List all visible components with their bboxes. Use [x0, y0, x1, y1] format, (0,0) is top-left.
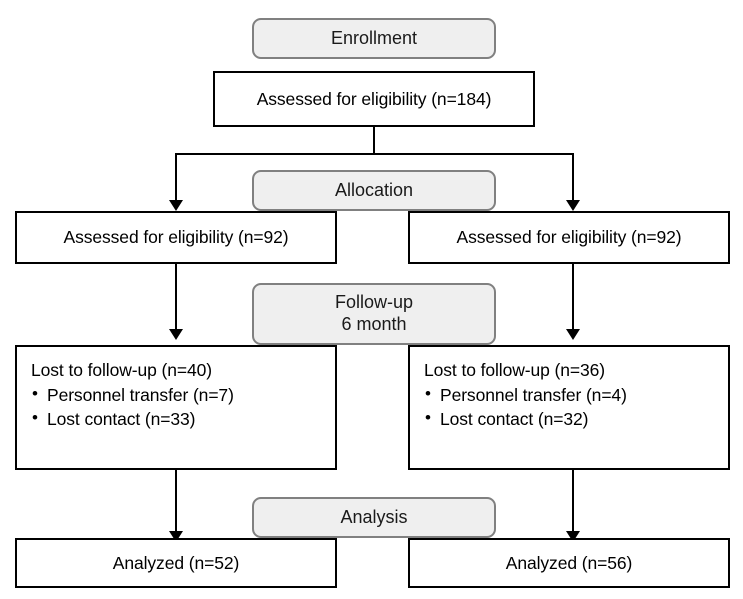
stage-label-analysis-text: Analysis — [340, 506, 408, 527]
arrowhead-left-allocation — [169, 200, 183, 211]
stage-label-enrollment: Enrollment — [252, 18, 496, 59]
stage-label-followup-line2: 6 month — [341, 314, 407, 334]
box-allocation-left: Assessed for eligibility (n=92) — [15, 211, 337, 264]
box-followup-right: Lost to follow-up (n=36) Personnel trans… — [408, 345, 730, 470]
box-assessed-for-eligibility-total: Assessed for eligibility (n=184) — [213, 71, 535, 127]
box-followup-left-items: Personnel transfer (n=7) Lost contact (n… — [31, 383, 234, 431]
stage-label-analysis: Analysis — [252, 497, 496, 538]
list-item: Lost contact (n=32) — [424, 407, 627, 431]
stage-label-enrollment-text: Enrollment — [330, 27, 418, 48]
connector-total-down — [373, 127, 375, 155]
arrowhead-left-analysis — [169, 531, 183, 542]
stage-label-followup-line1: Follow-up — [334, 292, 414, 313]
box-followup-right-title: Lost to follow-up (n=36) — [424, 360, 605, 380]
box-allocation-right: Assessed for eligibility (n=92) — [408, 211, 730, 264]
box-followup-left-title: Lost to follow-up (n=40) — [31, 360, 212, 380]
box-followup-right-items: Personnel transfer (n=4) Lost contact (n… — [424, 383, 627, 431]
connector-split-horizontal — [175, 153, 574, 155]
arrowhead-left-followup — [169, 329, 183, 340]
box-analysis-right: Analyzed (n=56) — [408, 538, 730, 588]
list-item: Lost contact (n=33) — [31, 407, 234, 431]
connector-followup-left-down — [175, 470, 177, 533]
arrowhead-right-analysis — [566, 531, 580, 542]
box-assessed-total-text: Assessed for eligibility (n=184) — [256, 88, 492, 109]
box-followup-left-content: Lost to follow-up (n=40) Personnel trans… — [17, 347, 248, 431]
box-followup-right-content: Lost to follow-up (n=36) Personnel trans… — [410, 347, 641, 431]
box-allocation-right-text: Assessed for eligibility (n=92) — [456, 227, 682, 248]
stage-label-allocation-text: Allocation — [334, 179, 414, 200]
arrowhead-right-followup — [566, 329, 580, 340]
box-analysis-right-text: Analyzed (n=56) — [505, 552, 633, 573]
list-item: Personnel transfer (n=4) — [424, 383, 627, 407]
arrowhead-right-allocation — [566, 200, 580, 211]
box-analysis-left: Analyzed (n=52) — [15, 538, 337, 588]
connector-right-branch-down — [572, 153, 574, 202]
list-item: Personnel transfer (n=7) — [31, 383, 234, 407]
connector-followup-right-down — [572, 470, 574, 533]
stage-label-allocation: Allocation — [252, 170, 496, 211]
connector-left-branch-down — [175, 153, 177, 202]
connector-allocation-left-down — [175, 264, 177, 331]
connector-allocation-right-down — [572, 264, 574, 331]
box-allocation-left-text: Assessed for eligibility (n=92) — [63, 227, 289, 248]
box-analysis-left-text: Analyzed (n=52) — [112, 552, 240, 573]
box-followup-left: Lost to follow-up (n=40) Personnel trans… — [15, 345, 337, 470]
stage-label-followup: Follow-up 6 month — [252, 283, 496, 345]
